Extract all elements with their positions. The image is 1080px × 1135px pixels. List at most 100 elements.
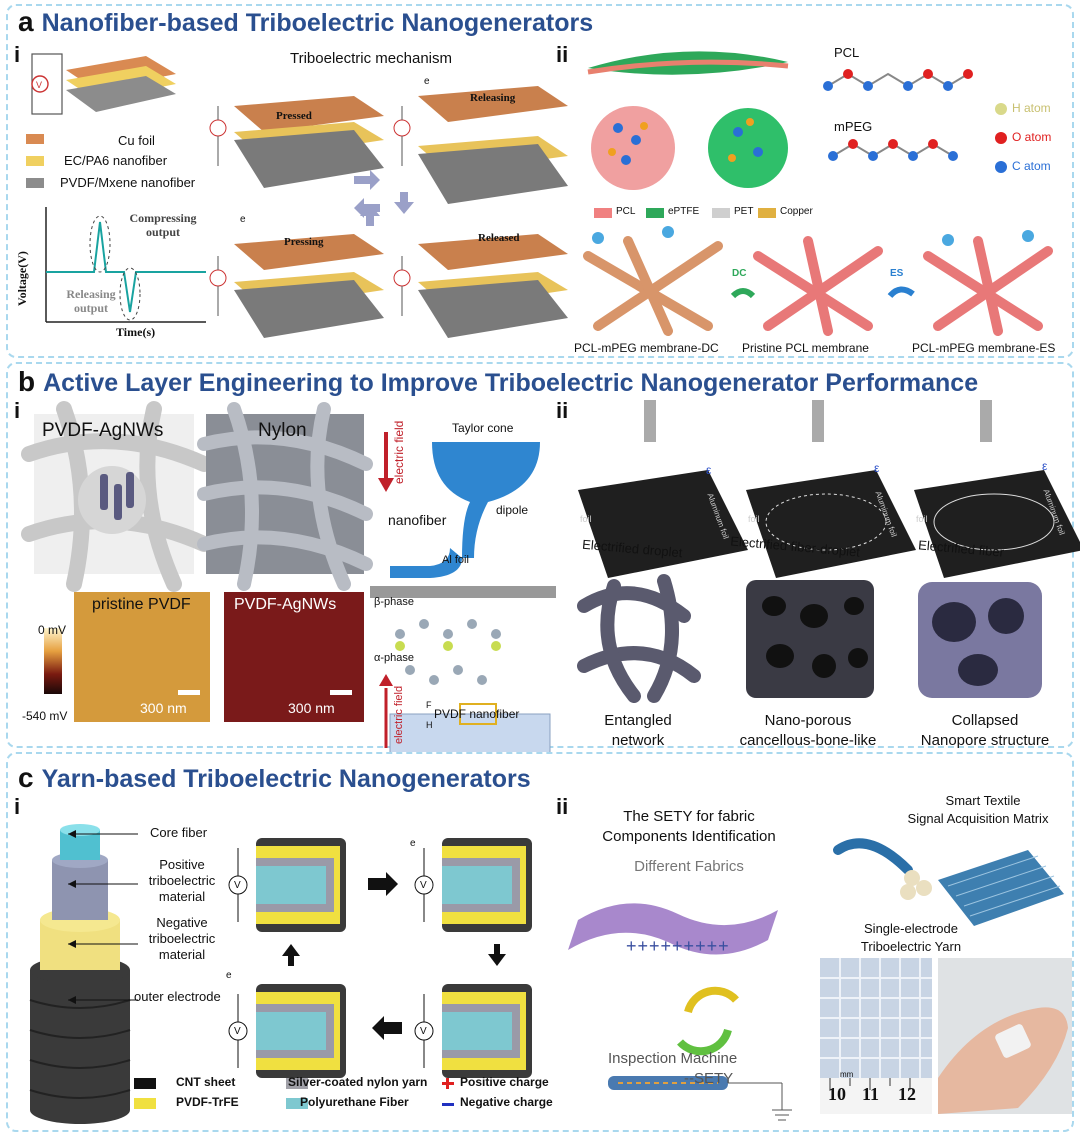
material-eptfe: ePTFE (668, 206, 700, 217)
legend-swatches (26, 134, 44, 188)
structure-entangled-line1: Entangled (604, 712, 672, 729)
dipole-label: dipole (496, 503, 529, 517)
atom-legend-dots (995, 103, 1007, 173)
single-electrode-line1: Single-electrode (864, 921, 958, 936)
layer-negative-3: material (158, 947, 206, 962)
panel-c-sub-i: i (14, 794, 21, 819)
taylor-cone-label: Taylor cone (452, 421, 514, 435)
structure-collapsed-line1: Collapsed (951, 712, 1019, 729)
sety-label: --SETY (684, 1070, 734, 1087)
pvdf-nanofiber-label: PVDF nanofiber (434, 707, 520, 721)
al-foil-label: Al foil (442, 554, 469, 566)
inspection-machine-label: Inspection Machine (608, 1050, 738, 1067)
ruler-12: 12 (898, 1084, 916, 1104)
es-arrow-label: ES (890, 268, 904, 279)
electric-field-label-top: electric field (392, 420, 406, 484)
yarn-legend-swatches (134, 1078, 454, 1109)
layer-positive-3: material (158, 889, 206, 904)
layer-negative-1: Negative (156, 915, 208, 930)
h-atom-dot (995, 103, 1007, 115)
yarn-v-label-3: V (420, 1026, 427, 1037)
colorbar-top-label: 0 mV (38, 623, 67, 637)
legend-silver-yarn: Silver-coated nylon yarn (288, 1075, 428, 1089)
foil-label-1: foil (580, 514, 592, 524)
layer-negative-2: triboelectric (148, 931, 216, 946)
legend-negative-charge: Negative charge (460, 1095, 553, 1109)
nanofiber-label: nanofiber (388, 512, 447, 528)
membrane-pristine-label: Pristine PCL membrane (742, 341, 869, 355)
h-atom-label: H (426, 720, 433, 730)
molecule-chains (823, 69, 973, 161)
ruler-mm: mm (840, 1070, 854, 1079)
epsilon-label-1: ε (706, 463, 712, 477)
material-copper: Copper (780, 206, 813, 217)
yarn-v-label-2: V (420, 880, 427, 891)
material-pet: PET (734, 206, 754, 217)
electrospinning-plates (578, 400, 1080, 578)
epsilon-label-3: ε (1042, 459, 1048, 473)
sety-fabric-illustration (568, 903, 792, 1121)
electric-field-label-bottom: electric field (393, 685, 405, 744)
molecule-mpeg-label: mPEG (834, 119, 873, 134)
pvdf-agnws-render-label: PVDF-AgNWs (42, 420, 164, 441)
molecule-pcl-label: PCL (834, 45, 860, 60)
map-agnws-label: PVDF-AgNWs (234, 596, 337, 613)
sety-title-line1: The SETY for fabric (623, 808, 755, 825)
legend-polyurethane: Polyurethane Fiber (300, 1095, 409, 1109)
atom-h-label: H atom (1012, 101, 1051, 115)
svg-text:V: V (36, 80, 42, 90)
plot-release-label: Releasing output (66, 287, 116, 315)
electron-label-bottom: e (240, 214, 246, 225)
fiber-renders (21, 401, 373, 592)
smart-textile-line2: Signal Acquisition Matrix (907, 811, 1049, 826)
membrane-dc-label: PCL-mPEG membrane-DC (574, 341, 719, 355)
foil-label-3: foil (916, 514, 928, 524)
layer-pointer-arrows (68, 830, 138, 1004)
smart-textile-line1: Smart Textile (945, 793, 1021, 808)
taylor-cone-diagram (370, 432, 556, 755)
mechanism-states-illustration (209, 86, 568, 338)
c-atom-dot (995, 161, 1007, 173)
yarn-fabric-photo (820, 958, 932, 1114)
material-pcl: PCL (616, 206, 636, 217)
alpha-phase-label: α-phase (374, 652, 414, 664)
o-atom-dot (995, 132, 1007, 144)
layer-positive-1: Positive (159, 857, 205, 872)
voltage-time-plot (45, 207, 206, 323)
hand-photo (938, 958, 1072, 1114)
legend-positive-charge: Positive charge (460, 1075, 549, 1089)
atom-o-label: O atom (1012, 130, 1052, 144)
state-pressed: Pressed (276, 110, 312, 122)
dc-arrow-label: DC (732, 268, 747, 279)
porous-structures (577, 574, 1042, 703)
legend-pvdf-mxene: PVDF/Mxene nanofiber (60, 175, 196, 190)
membrane-structures (583, 226, 1053, 336)
layer-outer-electrode: outer electrode (134, 989, 221, 1004)
plus-row: +++++++++ (626, 936, 730, 956)
beta-phase-label: β-phase (374, 596, 414, 608)
single-electrode-line2: Triboelectric Yarn (860, 939, 962, 954)
membrane-molecule-illustration (587, 51, 789, 190)
electron-label-top: e (424, 76, 430, 87)
map-pristine-label: pristine PVDF (92, 596, 191, 613)
yarn-e-label-1: e (410, 838, 416, 849)
material-swatches (594, 208, 776, 218)
ruler-11: 11 (862, 1084, 880, 1104)
layer-core-fiber: Core fiber (150, 825, 208, 840)
legend-ec-pa6: EC/PA6 nanofiber (64, 153, 168, 168)
panel-b-sub-i: i (14, 398, 21, 423)
sety-title-line2: Components Identification (602, 828, 776, 845)
structure-nanoporous-line1: Nano-porous (764, 712, 852, 729)
plot-ylabel: Voltage(V) (15, 251, 29, 306)
scalebar-label-1: 300 nm (140, 700, 187, 716)
yarn-v-label-4: V (234, 1026, 241, 1037)
panel-a-sub-i: i (14, 42, 21, 67)
structure-collapsed-line2: Nanopore structure (920, 732, 1050, 749)
legend-cu-foil: Cu foil (118, 133, 155, 148)
state-releasing: Releasing (470, 92, 516, 104)
legend-pvdf-trfe: PVDF-TrFE (176, 1095, 239, 1109)
